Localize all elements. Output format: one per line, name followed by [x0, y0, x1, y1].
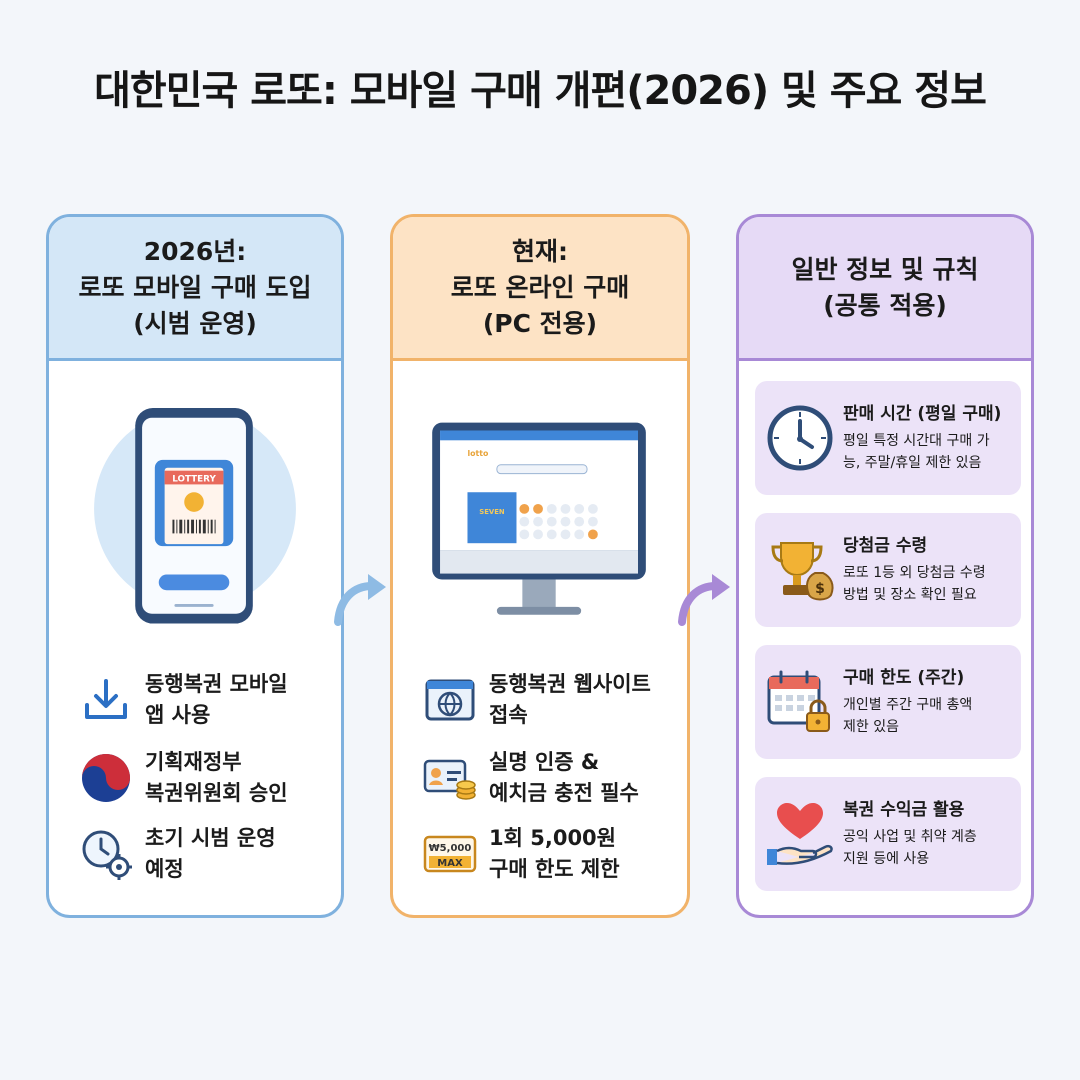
arrow-right-icon	[334, 574, 386, 626]
smartphone-lottery-illustration: LOTTERY	[94, 407, 296, 624]
info-weekly-limit: 구매 한도 (주간) 개인별 주간 구매 총액 제한 있음	[755, 645, 1021, 759]
info-title: 당첨금 수령	[843, 536, 928, 556]
info-desc: 공익 사업 및 취약 계층 지원 등에 사용	[843, 829, 977, 867]
taegeuk-icon	[82, 754, 130, 802]
info-prize-claim: $ 당첨금 수령 로또 1등 외 당첨금 수령 방법 및 장소 확인 필요	[755, 513, 1021, 627]
heading-line: 현재:	[512, 236, 568, 266]
card-mobile-heading: 2026년: 로또 모바일 구매 도입 (시범 운영)	[49, 217, 341, 361]
feature-purchase-limit: ₩5,000 MAX 1회 5,000원 구매 한도 제한	[423, 823, 620, 885]
card-online-pc: 현재: 로또 온라인 구매 (PC 전용) lotto SEVEN 동행복권 웹…	[390, 214, 690, 918]
info-sales-time: 판매 시간 (평일 구매) 평일 특정 시간대 구매 가 능, 주말/휴일 제한…	[755, 381, 1021, 495]
feature-text: 실명 인증 & 예치금 충전 필수	[489, 750, 639, 805]
calendar-lock-icon	[767, 670, 830, 732]
download-icon	[85, 679, 127, 719]
globe-window-icon	[425, 679, 475, 721]
info-title: 판매 시간 (평일 구매)	[843, 404, 1002, 424]
feature-ministry-approval: 기획재정부 복권위원회 승인	[79, 747, 288, 809]
info-title: 복권 수익금 활용	[843, 800, 965, 820]
feature-pilot: 초기 시범 운영 예정	[79, 823, 276, 885]
info-desc: 개인별 주간 구매 총액 제한 있음	[843, 697, 973, 735]
info-desc: 로또 1등 외 당첨금 수령 방법 및 장소 확인 필요	[843, 565, 986, 603]
heart-hand-icon	[767, 803, 833, 865]
info-proceeds-use: 복권 수익금 활용 공익 사업 및 취약 계층 지원 등에 사용	[755, 777, 1021, 891]
feature-mobile-app: 동행복권 모바일 앱 사용	[79, 669, 288, 731]
clock-gear-icon	[82, 830, 132, 880]
limit-amount: ₩5,000	[429, 843, 472, 854]
feature-text: 기획재정부 복권위원회 승인	[145, 750, 288, 805]
limit-max: MAX	[437, 858, 463, 869]
heading-line: (공통 적용)	[823, 290, 947, 320]
feature-verification: 실명 인증 & 예치금 충전 필수	[423, 747, 639, 809]
pc-monitor-illustration: lotto SEVEN	[432, 422, 646, 615]
feature-text: 동행복권 모바일 앱 사용	[145, 672, 288, 727]
heading-line: 로또 모바일 구매 도입	[78, 272, 312, 302]
svg-text:$: $	[815, 581, 825, 597]
info-desc: 평일 특정 시간대 구매 가 능, 주말/휴일 제한 있음	[843, 433, 990, 471]
heading-line: 로또 온라인 구매	[450, 272, 630, 302]
card-general-heading: 일반 정보 및 규칙 (공통 적용)	[739, 217, 1031, 361]
heading-line: 일반 정보 및 규칙	[791, 254, 979, 284]
heading-line: (PC 전용)	[482, 308, 598, 338]
arrow-right-icon	[678, 574, 730, 626]
clock-icon	[767, 405, 833, 471]
ticket-label: LOTTERY	[172, 474, 216, 484]
card-general-info: 일반 정보 및 규칙 (공통 적용) 판매 시간 (평일 구매) 평일 특정 시…	[736, 214, 1034, 918]
feature-text: 초기 시범 운영 예정	[145, 826, 276, 881]
info-title: 구매 한도 (주간)	[843, 668, 965, 688]
id-card-coins-icon	[423, 759, 476, 800]
limit-tag-icon: ₩5,000 MAX	[423, 835, 477, 873]
page-title: 대한민국 로또: 모바일 구매 개편(2026) 및 주요 정보	[94, 68, 987, 114]
heading-line: 2026년:	[143, 236, 247, 266]
banner-text: SEVEN	[479, 508, 505, 516]
heading-line: (시범 운영)	[133, 308, 257, 338]
feature-text: 동행복권 웹사이트 접속	[489, 672, 651, 727]
feature-website: 동행복권 웹사이트 접속	[423, 669, 651, 731]
card-online-heading: 현재: 로또 온라인 구매 (PC 전용)	[393, 217, 687, 361]
site-logo: lotto	[467, 449, 489, 458]
card-mobile-2026: 2026년: 로또 모바일 구매 도입 (시범 운영) LOTTERY 동행복권…	[46, 214, 344, 918]
trophy-money-icon: $	[771, 542, 834, 601]
feature-text: 1회 5,000원 구매 한도 제한	[489, 826, 620, 881]
